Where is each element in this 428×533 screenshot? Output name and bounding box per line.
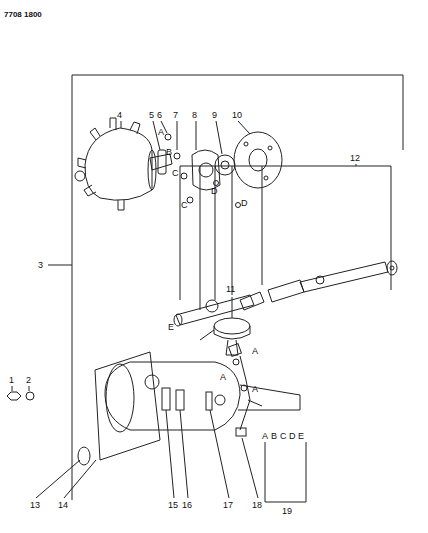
shaft-assembly [174,164,397,326]
callout-label: A [252,384,258,394]
callout-label: 8 [192,110,197,120]
callout-label: 9 [212,110,217,120]
leader-line [12,386,13,391]
callout-label: 3 [38,260,43,270]
callout-label: 16 [182,500,192,510]
callout-label: D [289,431,296,441]
callout-label: A [252,346,258,356]
vacuum-advance [200,297,250,365]
nut [7,392,21,400]
assembly-frame [72,75,403,500]
leader-lines [36,410,306,502]
callout-label: E [168,322,174,332]
screw [187,197,193,203]
callout-label: 5 [149,110,154,120]
leader-line [29,386,30,391]
breaker-plate [234,132,282,188]
callout-label: 2 [26,375,31,385]
callout-label: C [181,200,188,210]
callout-label: 17 [223,500,233,510]
callout-label: C [280,431,287,441]
callout-label: 7 [173,110,178,120]
callout-label: 11 [226,284,235,294]
callout-label: 12 [350,153,360,163]
screw [181,173,187,179]
page-code: 7708 1800 [4,10,42,20]
callout-label: 4 [117,110,122,120]
screw [174,153,180,159]
callout-label: 6 [157,110,162,120]
screw [165,134,171,140]
distributor-cap [75,118,156,210]
pickup-harness [229,344,262,436]
callout-label: 15 [168,500,178,510]
callout-label: E [298,431,304,441]
callout-label: C [172,168,179,178]
reluctor [214,155,241,208]
callout-label: 1 [9,375,14,385]
callout-label: D [211,186,218,196]
callout-label: 14 [58,500,68,510]
callout-label: 19 [282,506,292,516]
callout-label: D [241,198,248,208]
callout-label: 18 [252,500,262,510]
leader-line [48,265,72,266]
callout-label: 10 [232,110,242,120]
washer [78,447,90,465]
callout-label: B [271,431,277,441]
leader-lines [121,121,250,154]
callout-label: A [158,127,164,137]
callout-label: A [220,372,226,382]
distributor-housing [95,352,300,460]
washer [26,392,34,400]
callout-label: 13 [30,500,40,510]
callout-label: A [262,431,268,441]
callout-label: B [166,147,172,157]
